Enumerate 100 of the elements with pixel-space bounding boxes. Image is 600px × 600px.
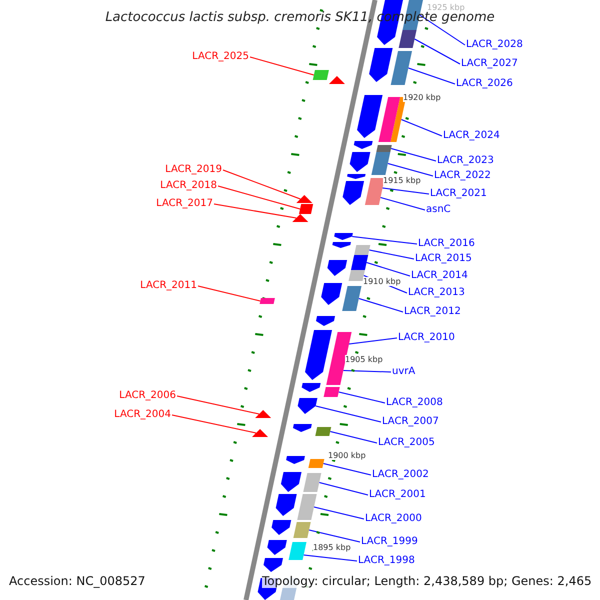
leader-line: [314, 506, 364, 520]
gene-marker: [296, 195, 312, 203]
gene-block: [354, 141, 373, 149]
gene-block: [272, 520, 292, 535]
gene-label: LACR_2023: [437, 154, 494, 167]
leader-line: [303, 554, 358, 562]
gene-label: LACR_2022: [434, 169, 491, 182]
gene-label: LACR_2006: [119, 389, 176, 402]
gene-block: [299, 204, 314, 214]
leader-line: [250, 56, 314, 76]
gene-block: [326, 356, 346, 385]
leader-line: [330, 431, 378, 444]
gene-label: asnC: [426, 203, 451, 216]
gene-label: LACR_2019: [165, 163, 222, 176]
position-label: 1915 kbp: [383, 176, 421, 185]
leader-line: [387, 163, 434, 176]
leader-line: [308, 530, 360, 542]
gene-marker: [252, 429, 268, 437]
gene-marker: [292, 214, 308, 222]
leader-line: [368, 250, 414, 260]
gene-block: [324, 387, 340, 397]
position-label: 1895 kbp: [313, 543, 351, 552]
position-label: 1925 kbp: [427, 3, 465, 12]
gene-block: [347, 174, 366, 179]
gene-label: LACR_2001: [369, 488, 426, 501]
gene-label: LACR_2007: [382, 415, 439, 428]
leader-line: [338, 392, 386, 404]
leader-line: [176, 396, 260, 414]
gene-block: [292, 424, 312, 432]
gene-block: [327, 260, 348, 276]
leader-line: [390, 148, 436, 162]
leader-line: [380, 197, 426, 210]
gene-label: LACR_2014: [411, 269, 468, 282]
gene-label: LACR_2005: [378, 436, 435, 449]
leader-line: [214, 204, 297, 218]
map-title: Lactococcus lactis subsp. cremoris SK11, complete genome: [104, 10, 496, 25]
leader-line: [358, 298, 404, 312]
gene-label: LACR_2002: [372, 468, 429, 481]
genome-info: Topology: circular; Length: 2,438,589 bp; Genes: 2,465: [262, 574, 592, 588]
leader-line: [352, 236, 418, 244]
leader-line: [318, 482, 368, 496]
gene-block: [342, 286, 362, 311]
gene-block: [357, 95, 383, 138]
gene-block: [303, 473, 322, 492]
leader-line: [400, 119, 442, 136]
gene-label: LACR_2010: [398, 331, 455, 344]
gene-block: [321, 283, 342, 305]
leader-line: [315, 406, 382, 422]
gene-block: [302, 383, 321, 392]
gene-label: LACR_2021: [430, 187, 487, 200]
gene-block: [260, 298, 275, 304]
gene-label: uvrA: [392, 365, 416, 378]
position-label: 1905 kbp: [345, 355, 383, 364]
genome-info: Accession: NC_008527: [9, 574, 146, 588]
gene-label: LACR_2018: [160, 179, 217, 192]
leader-line: [408, 68, 456, 84]
leader-line: [218, 186, 301, 210]
gene-block: [378, 97, 400, 142]
position-label: 1910 kbp: [363, 277, 401, 286]
gene-label: LACR_2015: [415, 252, 472, 265]
gene-block: [305, 330, 332, 380]
gene-block: [332, 242, 351, 248]
gene-block: [264, 558, 284, 572]
gene-block: [350, 152, 370, 172]
gene-block: [390, 51, 412, 85]
gene-label: LACR_2017: [156, 197, 213, 210]
gene-label: LACR_2026: [456, 77, 513, 90]
gene-block: [316, 316, 336, 326]
gene-label: LACR_2027: [461, 57, 518, 70]
gene-block: [276, 494, 297, 516]
gene-block: [369, 48, 393, 82]
gene-label: LACR_2013: [408, 286, 465, 299]
leader-line: [419, 14, 466, 46]
leader-line: [382, 188, 430, 194]
gene-block: [371, 152, 390, 175]
gene-block: [354, 245, 370, 255]
gene-marker: [255, 410, 272, 418]
gene-block: [288, 542, 306, 560]
gene-block: [350, 255, 368, 270]
leader-line: [366, 262, 410, 276]
gene-block: [297, 494, 317, 520]
gene-block: [308, 459, 324, 468]
gene-label: LACR_2025: [192, 50, 249, 63]
gene-label: LACR_1999: [361, 535, 418, 548]
leader-line: [342, 370, 392, 372]
leader-line: [348, 338, 398, 344]
gene-block: [286, 456, 305, 464]
gene-label: LACR_2024: [443, 129, 500, 142]
gene-marker: [328, 76, 345, 84]
gene-block: [398, 30, 417, 48]
leader-line: [198, 286, 261, 302]
gene-block: [280, 472, 302, 492]
gene-block: [334, 233, 353, 240]
gene-label: LACR_2012: [404, 305, 461, 318]
position-label: 1920 kbp: [403, 93, 441, 102]
gene-block: [315, 427, 332, 436]
gene-label: LACR_2028: [466, 38, 523, 51]
gene-block: [293, 522, 311, 538]
leader-line: [222, 170, 301, 200]
position-label: 1900 kbp: [328, 451, 366, 460]
